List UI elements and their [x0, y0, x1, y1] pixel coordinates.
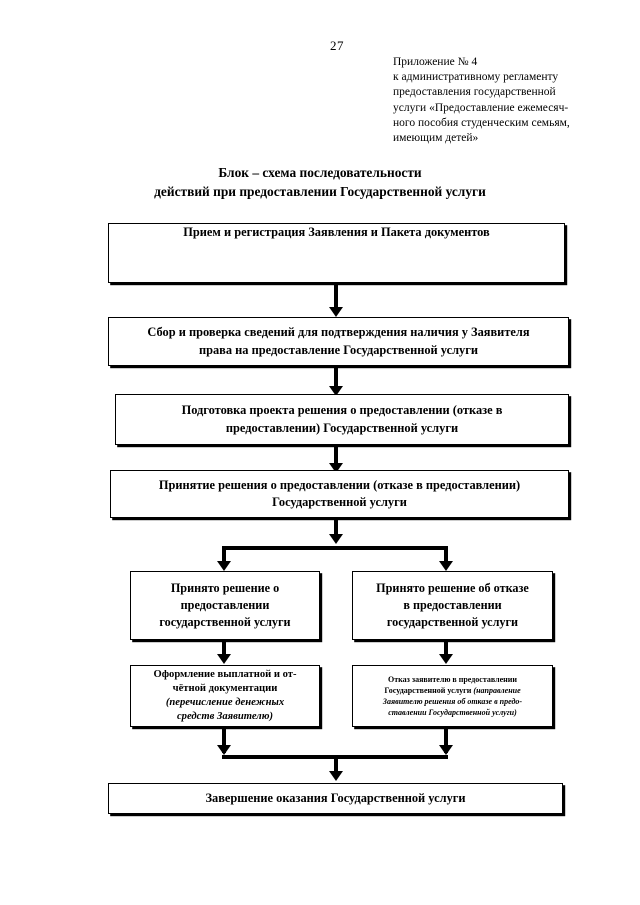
arrowhead-step1-step2 [329, 307, 343, 317]
diagram-title-line-2: действий при предоставлении Государствен… [154, 184, 486, 199]
flow-node-action-refusal-italic-2: ставлении Государственной услуги) [388, 708, 517, 717]
flow-node-step-1-label: Прием и регистрация Заявления и Пакета д… [183, 225, 490, 239]
flow-node-action-payment-line-1: Оформление выплатной и от- [153, 668, 297, 680]
flow-node-action-refusal-line-1: Отказ заявителю в предоставлении [388, 675, 517, 684]
flow-node-step-2-label: Сбор и проверка сведений для подтвержден… [109, 318, 568, 365]
flow-node-step-4-label: Принятие решения о предоставлении (отказ… [111, 471, 568, 517]
flow-node-step-4: Принятие решения о предоставлении (отказ… [110, 470, 569, 518]
split-bar [222, 546, 448, 550]
flow-node-step-3: Подготовка проекта решения о предоставле… [115, 394, 569, 445]
flow-node-step-2-line-1: Сбор и проверка сведений для подтвержден… [147, 325, 530, 339]
connector-step1-step2 [334, 283, 338, 309]
flow-node-step-3-line-2: предоставлении) Государственной услуги [225, 420, 459, 435]
flow-node-step-1: Прием и регистрация Заявления и Пакета д… [108, 223, 565, 283]
appendix-line-3: предоставления государственной [393, 86, 556, 99]
connector-payment-to-merge [222, 729, 226, 753]
arrowhead-approve-to-payment [217, 654, 231, 664]
flow-node-decision-refuse-line-1: Принято решение об отказе [376, 581, 529, 595]
appendix-reference-block: Приложение № 4 к административному регла… [393, 55, 608, 146]
flow-node-decision-refuse-label: Принято решение об отказе в предоставлен… [353, 572, 552, 639]
appendix-line-1: Приложение № 4 [393, 56, 478, 68]
flow-node-action-payment-line-2: чётной документации [172, 682, 278, 694]
diagram-title: Блок – схема последовательности действий… [60, 163, 580, 201]
flow-node-action-payment: Оформление выплатной и от- чётной докуме… [130, 665, 320, 727]
flow-node-decision-approve-line-2: предоставлении [180, 598, 270, 612]
flow-node-step-3-line-1: Подготовка проекта решения о предоставле… [181, 403, 503, 417]
arrowhead-step4-to-split [329, 534, 343, 544]
arrowhead-refusal-to-merge [439, 745, 453, 755]
arrowhead-split-left [217, 561, 231, 571]
connector-step4-to-split [334, 518, 338, 538]
flow-node-action-refusal: Отказ заявителю в предоставлении Государ… [352, 665, 553, 727]
connector-step2-step3 [334, 366, 338, 388]
diagram-title-line-1: Блок – схема последовательности [218, 165, 422, 180]
flow-node-step-3-label: Подготовка проекта решения о предоставле… [116, 395, 568, 444]
arrowhead-payment-to-merge [217, 745, 231, 755]
flow-node-decision-refuse-line-2: в предоставлении [403, 598, 502, 612]
connector-split-left [222, 546, 226, 564]
flow-node-step-4-line-2: Государственной услуги [272, 495, 407, 509]
flow-node-action-refusal-line-2-italic: (направление [473, 686, 521, 695]
flow-node-decision-refuse: Принято решение об отказе в предоставлен… [352, 571, 553, 640]
arrowhead-refuse-to-refusal [439, 654, 453, 664]
arrowhead-merge-to-final [329, 771, 343, 781]
flow-node-step-final-label: Завершение оказания Государственной услу… [109, 784, 562, 813]
flow-node-step-final-text: Завершение оказания Государственной услу… [205, 790, 466, 805]
flow-node-step-4-line-1: Принятие решения о предоставлении (отказ… [158, 477, 521, 492]
flow-node-decision-approve-line-3: государственной услуги [159, 615, 291, 629]
flow-node-decision-approve: Принято решение о предоставлении государ… [130, 571, 320, 640]
flow-node-action-payment-label: Оформление выплатной и от- чётной докуме… [131, 666, 319, 726]
connector-refuse-to-refusal [444, 642, 448, 656]
flow-node-action-payment-italic-1: (перечисление денежных [165, 697, 285, 708]
flow-node-step-2: Сбор и проверка сведений для подтвержден… [108, 317, 569, 366]
connector-merge-to-final [334, 755, 338, 773]
flow-node-action-refusal-label: Отказ заявителю в предоставлении Государ… [353, 666, 552, 726]
flow-node-action-payment-italic-2: средств Заявителю) [176, 711, 273, 723]
connector-split-right [444, 546, 448, 564]
flow-node-decision-refuse-line-3: государственной услуги [386, 615, 519, 629]
flow-node-step-2-line-2: права на предоставление Государственной … [198, 342, 479, 357]
appendix-line-4: услуги «Предоставление ежемесяч- [393, 101, 569, 114]
flow-node-decision-approve-line-1: Принято решение о [170, 581, 280, 595]
flow-node-decision-approve-label: Принято решение о предоставлении государ… [131, 572, 319, 639]
arrowhead-step2-step3 [329, 386, 343, 396]
arrowhead-step3-step4 [329, 463, 343, 473]
arrowhead-split-right [439, 561, 453, 571]
flow-node-step-final: Завершение оказания Государственной услу… [108, 783, 563, 814]
connector-refusal-to-merge [444, 729, 448, 753]
appendix-line-5: ного пособия студенческим семьям, [393, 116, 570, 129]
page-number: 27 [330, 38, 344, 53]
flow-node-action-refusal-italic-1: Заявителю решения об отказе в предо- [382, 697, 523, 706]
connector-step3-step4 [334, 445, 338, 465]
appendix-line-2: к административному регламенту [393, 71, 559, 84]
connector-approve-to-payment [222, 642, 226, 656]
flow-node-action-refusal-line-2-plain: Государственной услуги [384, 686, 474, 695]
appendix-line-6: имеющим детей» [393, 132, 479, 145]
